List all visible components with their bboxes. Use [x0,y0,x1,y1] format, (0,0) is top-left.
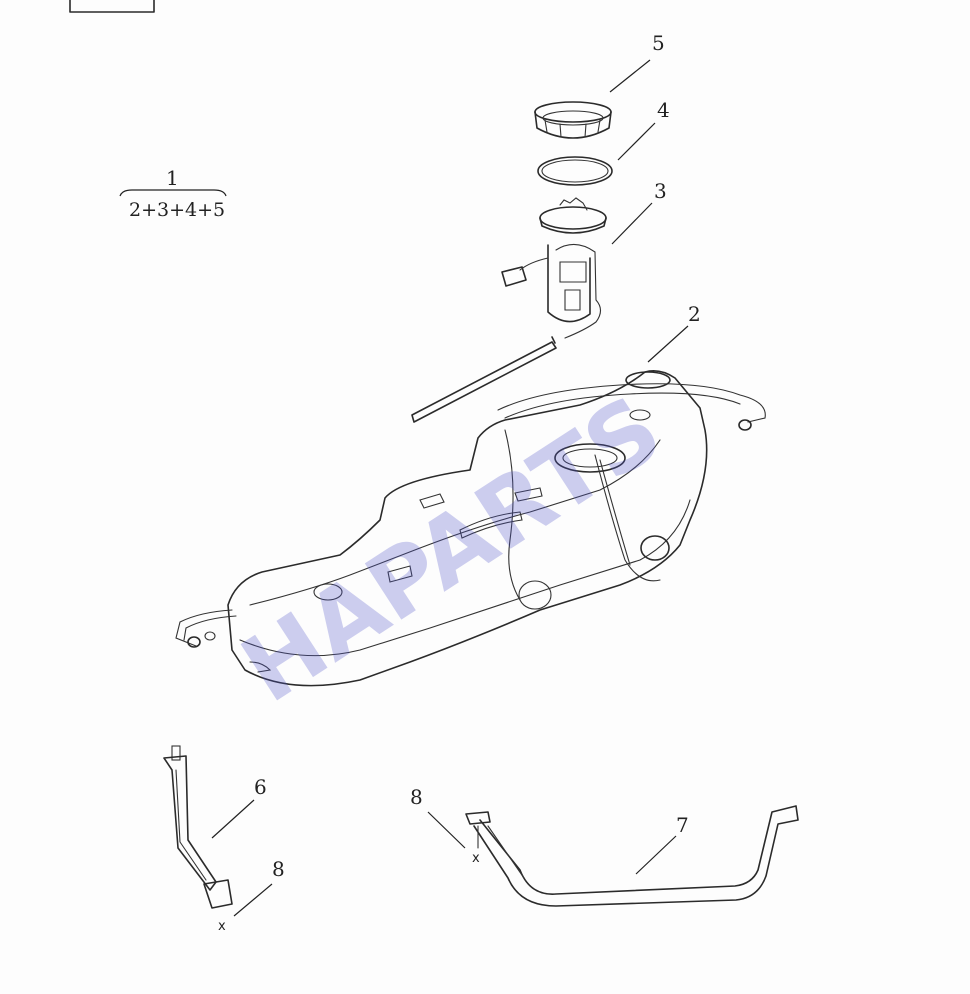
callout-5: 5 [652,31,665,55]
leader-3 [611,202,653,245]
leader-7 [635,835,677,875]
callout-8-left: 8 [272,857,285,881]
lock-ring-part-5 [534,101,612,139]
nut-mark-left: x [218,919,226,934]
tank-strap-part-6: x [163,745,233,934]
frame-corner [69,0,155,13]
nut-mark-right: x [472,851,480,866]
assembly-formula: 1 2+3+4+5 [119,166,227,221]
leader-5 [609,59,651,93]
callout-6: 6 [254,775,267,799]
leader-6 [211,799,255,839]
fuel-tank-part-2 [175,370,766,687]
callout-3: 3 [654,179,667,203]
formula-text: 2+3+4+5 [129,199,225,221]
seal-ring-part-4 [537,156,613,186]
leader-4 [617,122,656,161]
callout-8-right: 8 [410,785,423,809]
leader-8-right [427,811,466,849]
leader-2 [647,325,689,363]
tank-strap-part-7: x [465,805,799,907]
callout-1: 1 [166,166,179,190]
callout-2: 2 [688,302,701,326]
callout-4: 4 [657,98,670,122]
leader-8-left [233,883,273,917]
callout-7: 7 [676,813,689,837]
fuel-pump-module-part-3 [411,197,607,423]
watermark: HAPARTS [224,375,680,723]
